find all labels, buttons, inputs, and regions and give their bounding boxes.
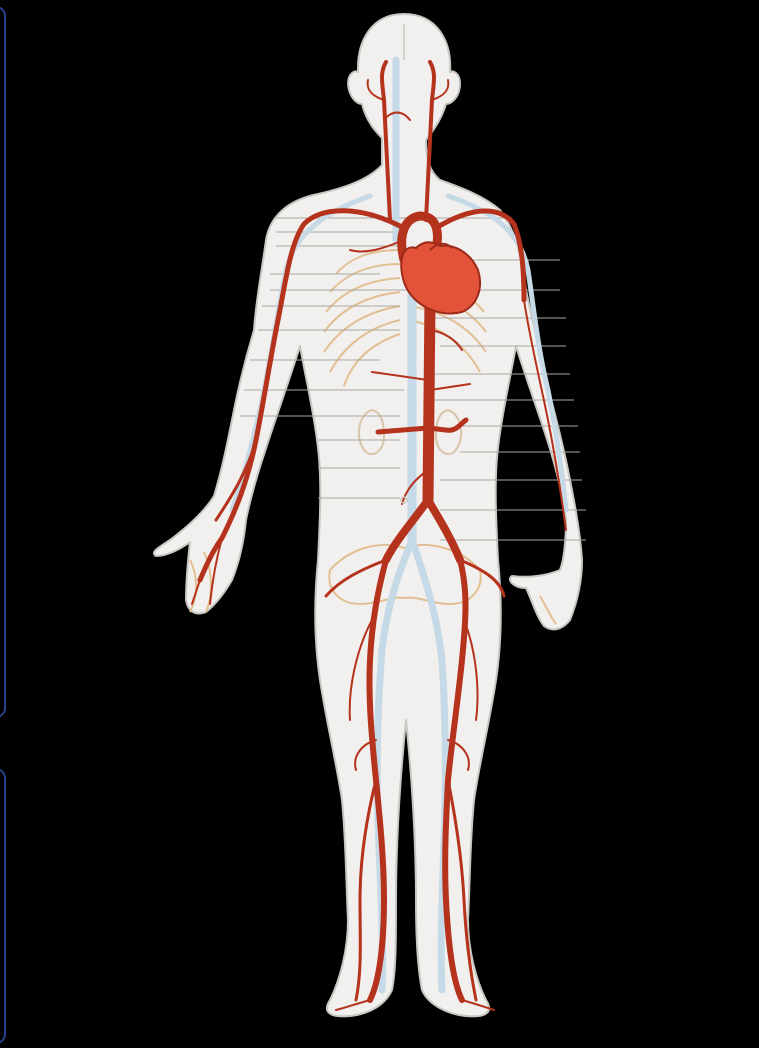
left-panel-top: [0, 6, 6, 718]
left-panel-bottom: [0, 768, 6, 1044]
circulatory-diagram: [20, 0, 759, 1048]
